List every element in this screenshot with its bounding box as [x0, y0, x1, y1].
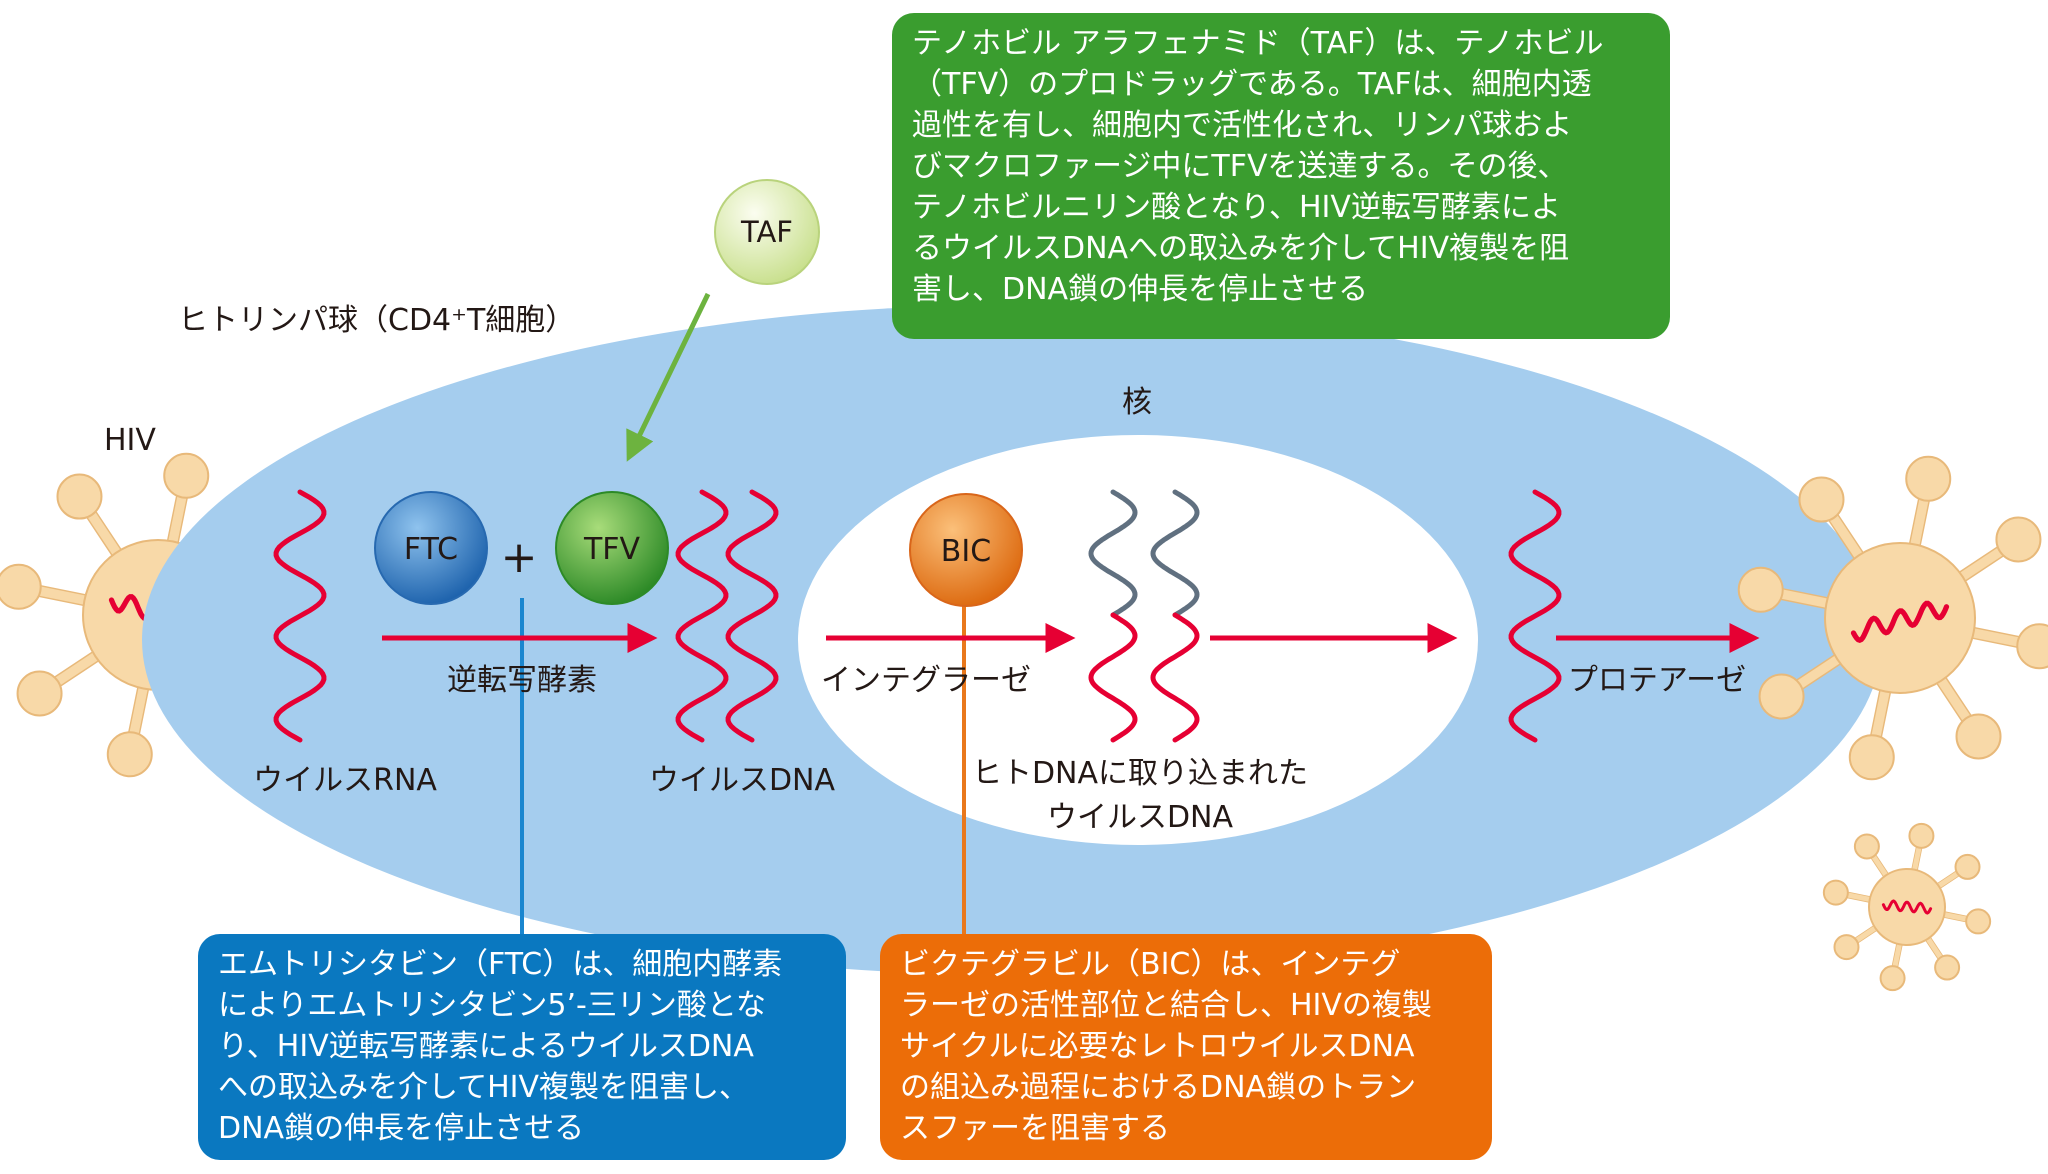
viral-strand: [273, 489, 327, 743]
tenofovir-info-box: テノホビル アラフェナミド（TAF）は、テノホビル （TFV）のプロドラッグであ…: [892, 13, 1670, 339]
virus-knob: [1758, 673, 1805, 720]
virus-knob: [1853, 833, 1880, 860]
ftc-box-line: DNA鎖の伸長を停止させる: [218, 1111, 585, 1146]
viral-dna-label: ウイルスDNA: [649, 763, 836, 798]
virus-rna: [1850, 600, 1950, 644]
ftc-box-line: エムトリシタビン（FTC）は、細胞内酵素: [218, 947, 783, 982]
integrated-dna-label-line1: ヒトDNAに取り込まれた: [972, 756, 1308, 791]
hiv-virus-right: [1737, 455, 2048, 781]
bic-label: BIC: [941, 534, 991, 569]
tenofovir-box-line: 害し、DNA鎖の伸長を停止させる: [912, 272, 1369, 307]
virus-knob: [1908, 822, 1935, 849]
viral-strand: [725, 489, 779, 743]
reverse-transcriptase-label: 逆転写酵素: [447, 663, 597, 698]
ftc-box-line: によりエムトリシタビン5’-三リン酸とな: [218, 988, 766, 1023]
virus-knob: [1833, 934, 1860, 961]
ftc-ball: [374, 491, 488, 605]
bic-box-line: ビクテグラビル（BIC）は、インテグ: [900, 947, 1401, 982]
viral-strand: [1508, 489, 1562, 743]
tenofovir-box-line: テノホビル アラフェナミド（TAF）は、テノホビル: [912, 26, 1604, 61]
taf-ball: [714, 179, 820, 285]
emtricitabine-info-box: エムトリシタビン（FTC）は、細胞内酵素 によりエムトリシタビン5’-三リン酸と…: [198, 934, 846, 1160]
bic-box-line: の組込み過程におけるDNA鎖のトラン: [900, 1070, 1417, 1105]
virus-rna: [1881, 899, 1933, 915]
human-dna-strand: [1150, 489, 1200, 618]
bic-box-line: サイクルに必要なレトロウイルスDNA: [900, 1029, 1415, 1064]
virus-knob: [1848, 734, 1895, 781]
protease-label: プロテアーゼ: [1568, 663, 1746, 698]
virus-knob: [56, 473, 103, 520]
integrated-dna-label-line2: ウイルスDNA: [1047, 800, 1234, 835]
virus-knob: [1955, 713, 2002, 760]
virus-knob: [1822, 879, 1849, 906]
virus-knob: [2016, 623, 2048, 670]
ftc-box-line: への取込みを介してHIV複製を阻害し、: [218, 1070, 750, 1105]
hiv-label: HIV: [104, 423, 156, 458]
virus-knob: [1905, 455, 1952, 502]
virus-knob: [1995, 516, 2042, 563]
ftc-label: FTC: [404, 532, 458, 567]
virus-knob: [163, 452, 210, 499]
nucleus-label: 核: [1122, 385, 1152, 420]
virus-knob: [1954, 853, 1981, 880]
virus-capsid: [1824, 542, 1976, 694]
bictegravir-info-box: ビクテグラビル（BIC）は、インテグ ラーゼの活性部位と結合し、HIVの複製 サ…: [880, 934, 1492, 1160]
virus-knob: [1965, 908, 1992, 935]
integrase-label: インテグラーゼ: [821, 663, 1031, 698]
human-dna-strand: [1088, 489, 1138, 618]
cell-label: ヒトリンパ球（CD4⁺T細胞）: [178, 303, 575, 338]
viral-rna-label: ウイルスRNA: [253, 763, 437, 798]
integrated-viral-strand: [1088, 612, 1138, 743]
virus-knob: [16, 670, 63, 717]
taf-label: TAF: [740, 215, 793, 249]
tfv-ball: [555, 491, 669, 605]
bic-ball: [909, 493, 1023, 607]
hiv-virus-budding: [1822, 822, 1992, 992]
taf-entry-arrow: [626, 292, 711, 462]
integrated-viral-strand: [1150, 612, 1200, 743]
virus-knob: [0, 563, 42, 610]
bic-box-line: ラーゼの活性部位と結合し、HIVの複製: [900, 988, 1432, 1023]
viral-strand: [675, 489, 729, 743]
nucleic-acid-strands: [273, 489, 1562, 743]
bic-box-line: スファーを阻害する: [900, 1111, 1170, 1146]
virus-knob: [106, 731, 153, 778]
virus-knob: [1879, 965, 1906, 992]
ftc-box-line: り、HIV逆転写酵素によるウイルスDNA: [218, 1029, 754, 1064]
virus-capsid: [1868, 868, 1946, 946]
tenofovir-box-line: （TFV）のプロドラッグである。TAFは、細胞内透: [912, 67, 1592, 102]
tenofovir-box-line: テノホビルニリン酸となり、HIV逆転写酵素によ: [912, 190, 1561, 225]
virus-knob: [1934, 954, 1961, 981]
virus-knob: [1737, 566, 1784, 613]
tenofovir-box-line: びマクロファージ中にTFVを送達する。その後、: [912, 149, 1568, 184]
tenofovir-box-line: 過性を有し、細胞内で活性化され、リンパ球およ: [912, 108, 1573, 143]
tfv-label: TFV: [583, 532, 641, 567]
tenofovir-box-line: るウイルスDNAへの取込みを介してHIV複製を阻: [912, 231, 1570, 266]
plus-sign: +: [501, 532, 538, 583]
virus-knob: [1798, 476, 1845, 523]
